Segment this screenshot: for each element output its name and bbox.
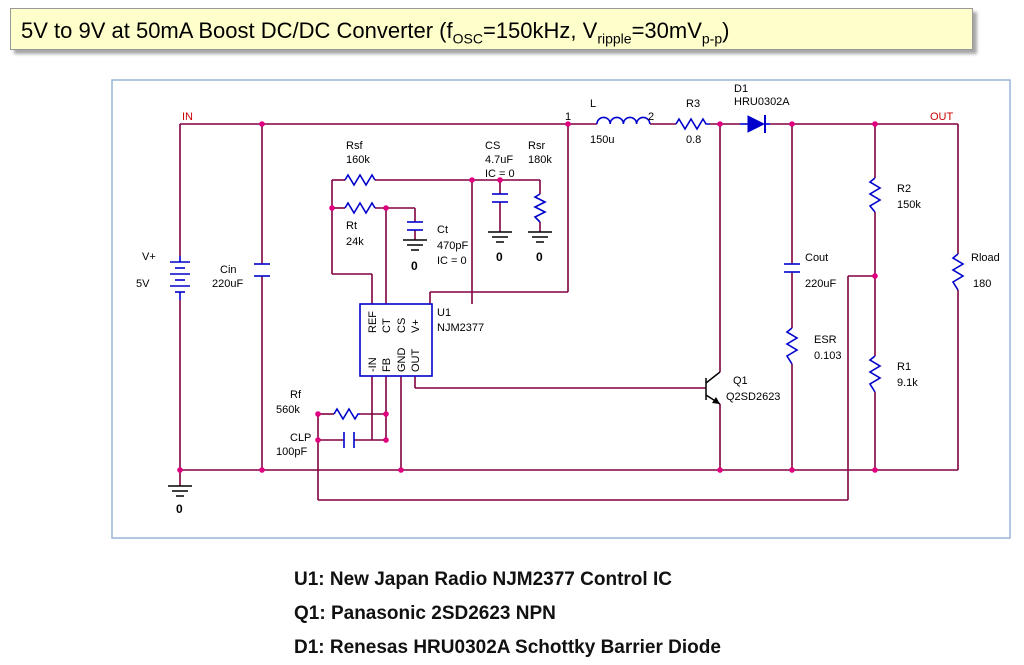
esr-ref-label: ESR: [814, 334, 837, 346]
r1-resistor-symbol: [868, 355, 882, 393]
cin-capacitor-symbol: [254, 263, 270, 277]
rsf-value-label: 160k: [346, 154, 370, 166]
u1-pin-minus-in: -IN: [367, 357, 379, 372]
ground-label-main: 0: [176, 502, 183, 516]
rt-ref-label: Rt: [346, 220, 357, 232]
net-label-in: IN: [182, 111, 193, 123]
q1-transistor-symbol: [705, 371, 721, 405]
battery-symbol: [170, 256, 190, 300]
wires: [179, 123, 959, 501]
ct-value-label: 470pF: [437, 240, 468, 252]
d1-diode-symbol: [740, 115, 770, 133]
r1-value-label: 9.1k: [897, 377, 918, 389]
r2-value-label: 150k: [897, 199, 921, 211]
ground-label-cs: 0: [496, 250, 503, 264]
u1-pin-fb: FB: [381, 358, 393, 372]
inductor-pin-1: 1: [565, 111, 571, 123]
u1-pin-out: OUT: [410, 349, 422, 373]
rsr-value-label: 180k: [528, 154, 552, 166]
rload-ref-label: Rload: [971, 252, 1000, 264]
r1-ref-label: R1: [897, 361, 911, 373]
cin-value-label: 220uF: [212, 278, 243, 290]
u1-ic-body: [359, 303, 433, 377]
cs-ic-label: IC = 0: [485, 168, 515, 180]
r2-resistor-symbol: [868, 177, 882, 213]
rload-value-label: 180: [973, 278, 991, 290]
cin-ref-label: Cin: [220, 264, 237, 276]
rload-resistor-symbol: [951, 253, 965, 291]
r3-ref-label: R3: [686, 98, 700, 110]
l-value-label: 150u: [590, 134, 614, 146]
cout-capacitor-symbol: [784, 263, 800, 273]
inductor-symbol: [596, 116, 651, 125]
l-ref-label: L: [590, 98, 596, 110]
rsf-ref-label: Rsf: [346, 140, 363, 152]
u1-pin-vplus: V+: [410, 319, 422, 333]
ground-icon: [528, 231, 552, 243]
cout-ref-label: Cout: [805, 252, 828, 264]
rt-resistor-symbol: [344, 201, 376, 215]
rsr-ref-label: Rsr: [528, 140, 545, 152]
u1-pin-gnd: GND: [396, 348, 408, 373]
clp-value-label: 100pF: [276, 446, 307, 458]
u1-pin-cs: CS: [396, 318, 408, 333]
esr-value-label: 0.103: [814, 350, 842, 362]
d1-value-label: HRU0302A: [734, 96, 790, 108]
title-banner: 5V to 9V at 50mA Boost DC/DC Converter (…: [10, 8, 973, 50]
parts-list: U1: New Japan Radio NJM2377 Control IC Q…: [294, 563, 721, 665]
d1-ref-label: D1: [734, 83, 748, 95]
parts-list-item: U1: New Japan Radio NJM2377 Control IC: [294, 569, 672, 590]
esr-resistor-symbol: [785, 327, 799, 365]
vplus-value-label: 5V: [136, 278, 150, 290]
ground-icon: [403, 239, 427, 251]
r3-resistor-symbol: [675, 117, 710, 131]
u1-ref-label: U1: [437, 307, 451, 319]
parts-list-item: D1: Renesas HRU0302A Schottky Barrier Di…: [294, 637, 721, 658]
vplus-ref-label: V+: [142, 251, 156, 263]
rf-resistor-symbol: [333, 407, 360, 421]
clp-ref-label: CLP: [290, 432, 311, 444]
cs-value-label: 4.7uF: [485, 154, 513, 166]
parts-list-item: Q1: Panasonic 2SD2623 NPN: [294, 603, 556, 624]
ground-label-ct: 0: [411, 259, 418, 273]
u1-pin-ref: REF: [367, 311, 379, 333]
ct-capacitor-symbol: [407, 221, 423, 231]
ground-symbols: [168, 231, 552, 497]
cout-value-label: 220uF: [805, 278, 836, 290]
net-label-out: OUT: [930, 111, 954, 123]
rf-ref-label: Rf: [290, 389, 302, 401]
clp-capacitor-symbol: [343, 432, 355, 448]
cs-capacitor-symbol: [492, 193, 508, 203]
ct-ref-label: Ct: [437, 224, 448, 236]
u1-value-label: NJM2377: [437, 322, 484, 334]
q1-value-label: Q2SD2623: [726, 391, 780, 403]
circuit-schematic: REF CT CS V+ -IN FB GND OUT IN OUT 1 2: [111, 79, 1011, 539]
rf-value-label: 560k: [276, 404, 300, 416]
ground-label-rsr: 0: [536, 250, 543, 264]
u1-pin-ct: CT: [381, 318, 393, 333]
ct-ic-label: IC = 0: [437, 255, 467, 267]
ground-icon: [488, 231, 512, 243]
q1-ref-label: Q1: [733, 375, 748, 387]
ground-icon: [168, 485, 192, 497]
rsf-resistor-symbol: [344, 173, 376, 187]
rsr-resistor-symbol: [533, 193, 547, 223]
r3-value-label: 0.8: [686, 134, 701, 146]
r2-ref-label: R2: [897, 183, 911, 195]
rt-value-label: 24k: [346, 236, 364, 248]
component-symbols: [170, 116, 965, 448]
inductor-pin-2: 2: [648, 111, 654, 123]
page-title: 5V to 9V at 50mA Boost DC/DC Converter (…: [21, 18, 730, 47]
cs-ref-label: CS: [485, 140, 500, 152]
junction-dots: [177, 121, 878, 473]
